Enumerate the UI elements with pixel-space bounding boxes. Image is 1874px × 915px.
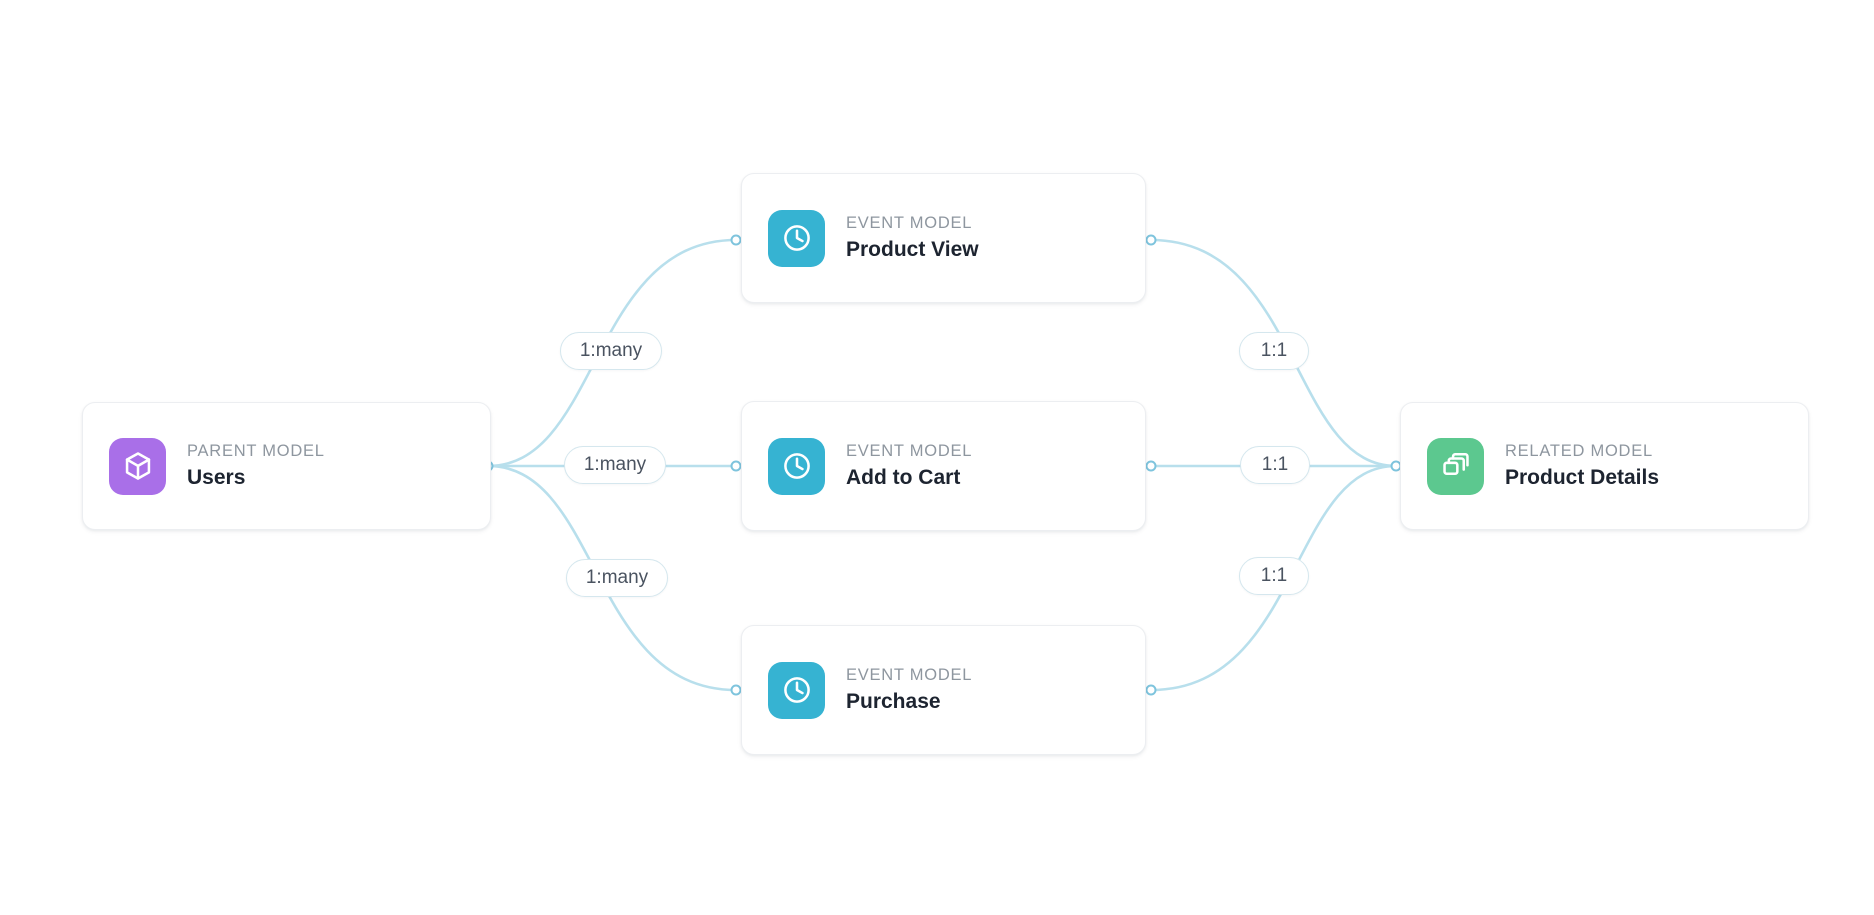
relationship-badge-users-purchase[interactable]: 1:many xyxy=(566,559,668,597)
relationship-badge-product-view-product-details[interactable]: 1:1 xyxy=(1239,332,1309,370)
node-card-add-to-cart[interactable]: EVENT MODEL Add to Cart xyxy=(741,401,1146,531)
port-add-to-cart-in[interactable] xyxy=(730,460,742,472)
node-title-label: Users xyxy=(187,465,246,489)
node-card-product-details[interactable]: RELATED MODEL Product Details xyxy=(1400,402,1809,530)
relationship-badge-purchase-product-details[interactable]: 1:1 xyxy=(1239,557,1309,595)
clock-icon xyxy=(768,437,825,495)
port-product-view-out[interactable] xyxy=(1145,234,1157,246)
port-purchase-out[interactable] xyxy=(1145,684,1157,696)
node-text-purchase: EVENT MODEL Purchase xyxy=(846,665,972,715)
node-text-users: PARENT MODEL Users xyxy=(187,441,325,491)
port-product-view-in[interactable] xyxy=(730,234,742,246)
node-title-label: Purchase xyxy=(846,689,941,713)
node-title-label: Product Details xyxy=(1505,465,1660,489)
node-kind-label: EVENT MODEL xyxy=(846,214,973,233)
relationship-badge-users-product-view[interactable]: 1:many xyxy=(560,332,662,370)
node-text-add-to-cart: EVENT MODEL Add to Cart xyxy=(846,441,972,491)
node-kind-label: EVENT MODEL xyxy=(846,666,973,685)
port-add-to-cart-out[interactable] xyxy=(1145,460,1157,472)
node-kind-label: RELATED MODEL xyxy=(1505,442,1653,461)
node-kind-label: PARENT MODEL xyxy=(187,442,325,461)
relationship-badge-add-to-cart-product-details[interactable]: 1:1 xyxy=(1240,446,1310,484)
node-card-purchase[interactable]: EVENT MODEL Purchase xyxy=(741,625,1146,755)
clock-icon xyxy=(768,209,825,267)
node-text-product-view: EVENT MODEL Product View xyxy=(846,213,979,263)
node-title-label: Product View xyxy=(846,237,979,261)
node-kind-label: EVENT MODEL xyxy=(846,442,973,461)
node-text-product-details: RELATED MODEL Product Details xyxy=(1505,441,1659,491)
cube-icon xyxy=(109,437,166,495)
relationship-badge-users-add-to-cart[interactable]: 1:many xyxy=(564,446,666,484)
node-card-users[interactable]: PARENT MODEL Users xyxy=(82,402,491,530)
node-card-product-view[interactable]: EVENT MODEL Product View xyxy=(741,173,1146,303)
layers-icon xyxy=(1427,437,1484,495)
port-purchase-in[interactable] xyxy=(730,684,742,696)
node-title-label: Add to Cart xyxy=(846,465,961,489)
clock-icon xyxy=(768,661,825,719)
